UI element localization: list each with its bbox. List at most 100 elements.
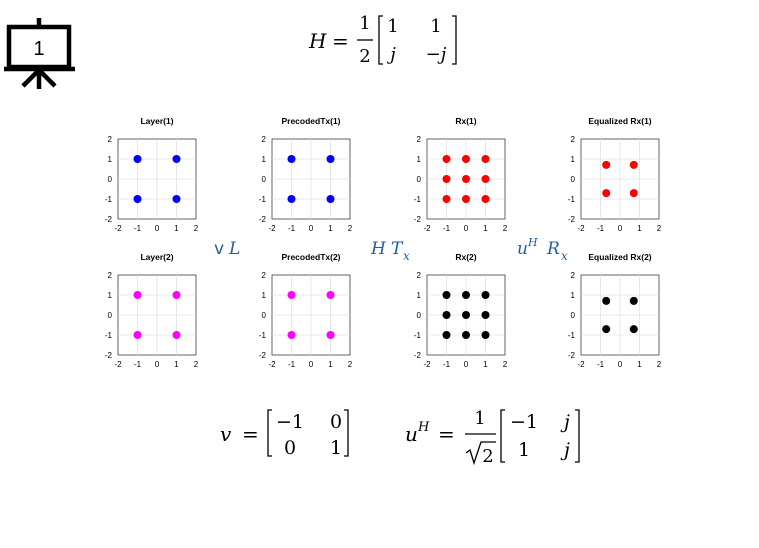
- data-point: [462, 155, 470, 163]
- y-tick-label: 0: [262, 175, 267, 184]
- y-tick-label: -2: [568, 215, 576, 224]
- y-tick-label: 0: [417, 175, 422, 184]
- y-tick-label: 2: [417, 271, 422, 280]
- channel-matrix-equation: H = 1 2 1 1 j −j: [308, 13, 457, 67]
- uh-right-bracket: [575, 409, 580, 463]
- uh-fraction-denominator: 2: [482, 446, 493, 467]
- y-tick-label: -2: [105, 351, 113, 360]
- data-point: [442, 291, 451, 299]
- y-tick-label: -1: [568, 195, 576, 204]
- x-tick-label: 1: [328, 224, 333, 233]
- x-tick-label: -2: [268, 224, 276, 233]
- data-point: [133, 155, 142, 163]
- y-tick-label: 1: [262, 291, 267, 300]
- label-v: v: [214, 239, 224, 259]
- data-point: [629, 189, 638, 198]
- annotation-uh-rx: u H R x: [517, 236, 568, 263]
- presentation-board-icon: [4, 18, 75, 89]
- x-tick-label: -2: [114, 360, 122, 369]
- y-tick-label: 1: [417, 155, 422, 164]
- x-tick-label: 1: [483, 224, 488, 233]
- label-l: L: [228, 239, 240, 259]
- plot-title: Layer(1): [140, 116, 173, 126]
- y-tick-label: -1: [259, 331, 267, 340]
- data-point: [133, 195, 142, 203]
- data-point: [287, 331, 296, 339]
- x-tick-label: 1: [328, 360, 333, 369]
- matrix-cell: −j: [426, 44, 447, 65]
- v-cell: 0: [330, 411, 342, 433]
- y-tick-label: 2: [108, 271, 113, 280]
- data-point: [287, 195, 296, 203]
- x-tick-label: -1: [288, 360, 296, 369]
- uh-cell: −1: [510, 411, 538, 433]
- annotation-v-l: v L: [214, 239, 240, 259]
- data-point: [602, 189, 611, 198]
- x-tick-label: 0: [464, 224, 469, 233]
- x-tick-label: -1: [134, 224, 142, 233]
- x-tick-label: 1: [174, 224, 179, 233]
- x-tick-label: 0: [618, 360, 623, 369]
- x-tick-label: -1: [597, 224, 605, 233]
- v-cell: 0: [284, 437, 296, 459]
- y-tick-label: -1: [105, 195, 113, 204]
- plot-title: Equalized Rx(2): [588, 252, 651, 262]
- data-point: [172, 291, 181, 299]
- data-point: [462, 195, 470, 203]
- y-tick-label: 0: [571, 175, 576, 184]
- matrix-cell: 1: [387, 16, 398, 37]
- x-tick-label: -1: [443, 224, 451, 233]
- x-tick-label: -1: [597, 360, 605, 369]
- uh-cell: j: [560, 439, 570, 461]
- uh-fraction-numerator: 1: [474, 408, 485, 429]
- v-cell: 1: [330, 437, 342, 459]
- y-tick-label: 2: [571, 135, 576, 144]
- x-tick-label: 0: [155, 360, 160, 369]
- data-point: [326, 195, 335, 203]
- y-tick-label: 1: [417, 291, 422, 300]
- y-tick-label: -2: [259, 215, 267, 224]
- square-root-symbol: [465, 441, 496, 466]
- data-point: [481, 195, 490, 203]
- y-tick-label: -1: [414, 195, 422, 204]
- x-tick-label: 1: [174, 360, 179, 369]
- matrix-cell: 1: [430, 16, 441, 37]
- data-point: [442, 311, 451, 319]
- y-tick-label: -2: [568, 351, 576, 360]
- data-point: [442, 331, 451, 339]
- uh-equals: =: [438, 422, 455, 446]
- data-point: [481, 155, 490, 163]
- x-tick-label: -2: [114, 224, 122, 233]
- x-tick-label: -2: [577, 224, 585, 233]
- y-tick-label: -2: [414, 215, 422, 224]
- v-cell: −1: [276, 411, 304, 433]
- y-tick-label: -1: [105, 331, 113, 340]
- x-tick-label: 2: [657, 224, 662, 233]
- equation-equals: =: [332, 29, 349, 53]
- data-point: [462, 175, 470, 183]
- data-point: [442, 155, 451, 163]
- y-tick-label: 2: [108, 135, 113, 144]
- fraction-denominator: 2: [359, 46, 370, 67]
- data-point: [287, 291, 296, 299]
- data-point: [602, 296, 611, 305]
- y-tick-label: 0: [108, 311, 113, 320]
- v-lhs: v: [220, 422, 232, 446]
- x-tick-label: -2: [423, 224, 431, 233]
- v-equals: =: [242, 422, 259, 446]
- x-tick-label: 0: [155, 224, 160, 233]
- label-t: T: [391, 239, 404, 259]
- data-point: [481, 331, 490, 339]
- y-tick-label: -1: [568, 331, 576, 340]
- x-tick-label: 2: [194, 224, 199, 233]
- x-tick-label: 1: [637, 224, 642, 233]
- y-tick-label: 0: [108, 175, 113, 184]
